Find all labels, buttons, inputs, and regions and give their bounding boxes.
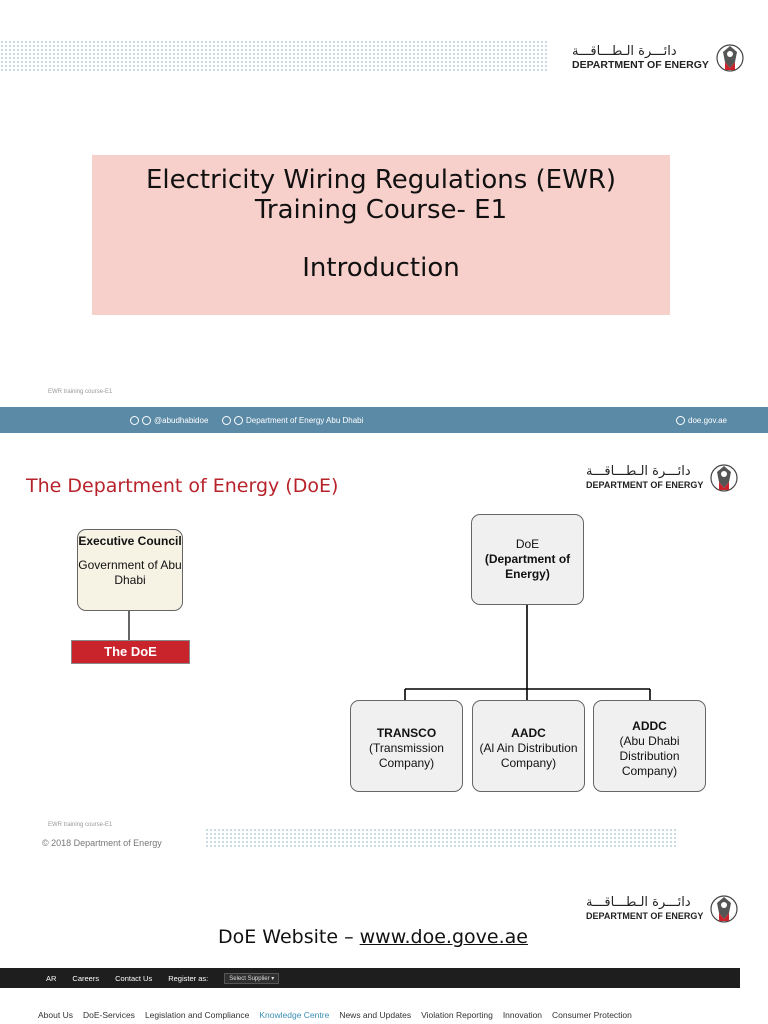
org-child-addc: ADDC (Abu Dhabi Distribution Company)	[593, 700, 706, 792]
org-child-transco: TRANSCO (Transmission Company)	[350, 700, 463, 792]
instagram-icon	[142, 415, 151, 425]
website-text: doe.gov.ae	[688, 415, 727, 425]
site-main-nav: About Us DoE-Services Legislation and Co…	[0, 1006, 768, 1024]
footer-course-label: EWR training course-E1	[48, 822, 113, 828]
main-nav-item[interactable]: Legislation and Compliance	[144, 1010, 250, 1020]
site-top-nav: AR Careers Contact Us Register as: Selec…	[0, 968, 740, 988]
social-handle-group[interactable]: @abudhabidoe	[130, 415, 209, 425]
main-nav-item[interactable]: About Us	[38, 1010, 73, 1020]
youtube-icon	[234, 415, 243, 425]
doe-logo: دائـــرة الـطـــاقـــة DEPARTMENT OF ENE…	[586, 891, 739, 927]
child-desc: (Abu Dhabi Distribution Company)	[619, 734, 680, 778]
doe-box-line1: DoE	[515, 537, 540, 551]
logo-arabic-text: دائـــرة الـطـــاقـــة	[572, 44, 677, 59]
website-group[interactable]: doe.gov.ae	[676, 415, 727, 425]
copyright-text: © 2018 Department of Energy	[42, 838, 162, 848]
supplier-select-value: Select Supplier	[229, 975, 270, 982]
slide-title: دائـــرة الـطـــاقـــة DEPARTMENT OF ENE…	[0, 0, 768, 433]
main-nav-item[interactable]: Violation Reporting	[421, 1010, 493, 1020]
social-page-name: Department of Energy Abu Dhabi	[246, 415, 364, 425]
social-page-group[interactable]: Department of Energy Abu Dhabi	[222, 415, 364, 425]
logo-arabic-text: دائـــرة الـطـــاقـــة	[586, 895, 691, 910]
exec-council-subtitle: Government of Abu Dhabi	[78, 558, 182, 587]
decorative-dot-band	[0, 40, 548, 72]
exec-council-title: Executive Council	[78, 534, 182, 548]
slide-heading: The Department of Energy (DoE)	[26, 475, 339, 497]
nav-careers[interactable]: Careers	[72, 973, 100, 983]
title-line-3: Introduction	[302, 253, 460, 283]
doe-logo: دائـــرة الـطـــاقـــة DEPARTMENT OF ENE…	[586, 460, 739, 496]
executive-council-box: Executive Council Government of Abu Dhab…	[77, 529, 183, 611]
title-line-2: Training Course- E1	[254, 195, 508, 225]
supplier-select[interactable]: Select Supplier ▾	[224, 972, 280, 984]
nav-ar[interactable]: AR	[46, 973, 57, 983]
child-name: TRANSCO	[376, 726, 437, 740]
title-box: Electricity Wiring Regulations (EWR) Tra…	[92, 155, 670, 315]
linkedin-icon	[222, 415, 231, 425]
logo-english-text: DEPARTMENT OF ENERGY	[572, 59, 709, 71]
child-desc: (Transmission Company)	[369, 741, 444, 770]
website-link[interactable]: www.doe.gove.ae	[359, 926, 528, 948]
chevron-down-icon: ▾	[271, 975, 275, 982]
logo-arabic-text: دائـــرة الـطـــاقـــة	[586, 464, 691, 479]
nav-register-label: Register as:	[168, 973, 209, 983]
logo-english-text: DEPARTMENT OF ENERGY	[586, 911, 704, 921]
main-nav-item[interactable]: DoE-Services	[82, 1010, 135, 1020]
the-doe-badge: The DoE	[71, 640, 190, 664]
main-nav-item[interactable]: News and Updates	[339, 1010, 412, 1020]
falcon-emblem-icon	[710, 464, 738, 492]
slide-org-chart: The Department of Energy (DoE) دائـــرة …	[0, 433, 768, 860]
website-line: DoE Website – www.doe.gove.ae	[218, 926, 528, 948]
website-prefix: DoE Website –	[218, 926, 360, 948]
doe-box: DoE (Department of Energy)	[471, 514, 584, 605]
social-handle: @abudhabidoe	[154, 415, 209, 425]
child-desc: (Al Ain Distribution Company)	[479, 741, 578, 770]
main-nav-item[interactable]: Innovation	[502, 1010, 543, 1020]
decorative-dot-band	[205, 828, 677, 848]
social-bar: @abudhabidoe Department of Energy Abu Dh…	[0, 407, 768, 433]
doe-logo: دائـــرة الـطـــاقـــة DEPARTMENT OF ENE…	[572, 40, 745, 76]
logo-english-text: DEPARTMENT OF ENERGY	[586, 480, 704, 490]
main-nav-item[interactable]: Consumer Protection	[552, 1010, 632, 1020]
child-name: AADC	[511, 726, 546, 740]
twitter-icon	[130, 415, 139, 425]
title-line-1: Electricity Wiring Regulations (EWR)	[145, 165, 617, 195]
nav-contact[interactable]: Contact Us	[115, 973, 153, 983]
falcon-emblem-icon	[716, 44, 744, 72]
globe-icon	[676, 415, 685, 425]
child-name: ADDC	[632, 719, 667, 733]
doe-box-line2: (Department of Energy)	[484, 552, 571, 581]
footer-course-label: EWR training course-E1	[48, 389, 113, 395]
org-child-aadc: AADC (Al Ain Distribution Company)	[472, 700, 585, 792]
slide-website: دائـــرة الـطـــاقـــة DEPARTMENT OF ENE…	[0, 860, 768, 1024]
falcon-emblem-icon	[710, 895, 738, 923]
org-connectors	[128, 605, 651, 700]
main-nav-item-active[interactable]: Knowledge Centre	[259, 1010, 330, 1020]
